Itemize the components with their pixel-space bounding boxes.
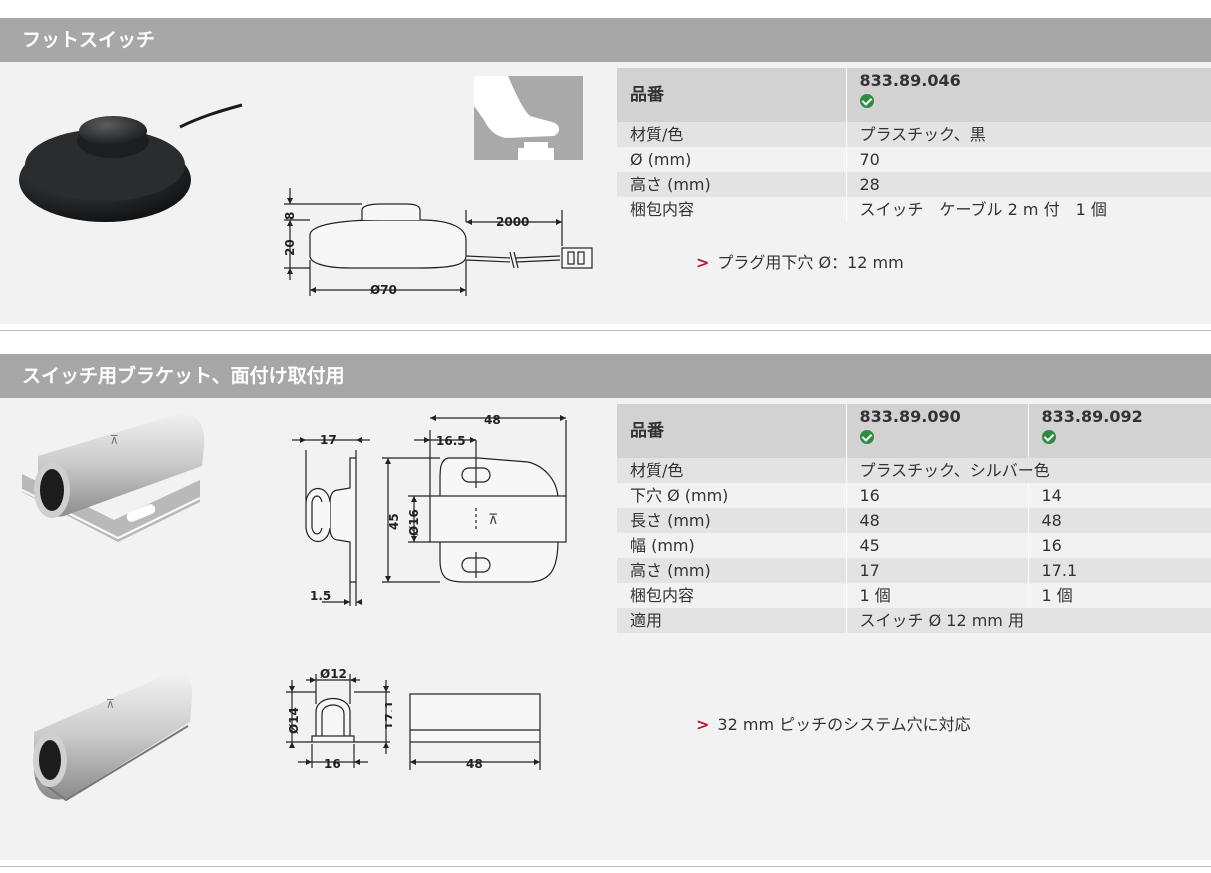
row-label: 梱包内容	[617, 197, 846, 222]
row-value: 16	[1027, 533, 1211, 558]
bracket-end-drawing: Ø12 Ø14 16 17.1	[286, 667, 392, 771]
dim-diameter-12: Ø12	[320, 667, 347, 681]
svg-text:⊼: ⊼	[488, 512, 498, 528]
dim-48: 48	[484, 413, 501, 427]
table-row: 梱包内容 スイッチ ケーブル 2 m 付 1 個	[617, 197, 1211, 222]
row-label: 高さ (mm)	[617, 558, 846, 583]
table-header-row: 品番 833.89.046	[617, 68, 1211, 122]
section-title: スイッチ用ブラケット、面付け取付用	[22, 365, 345, 387]
section-title: フットスイッチ	[22, 29, 156, 51]
row-value: 45	[845, 533, 1028, 558]
row-value: 1 個	[845, 583, 1028, 608]
table-row: 適用 スイッチ Ø 12 mm 用	[617, 608, 1211, 633]
dim-diameter-70: Ø70	[370, 283, 397, 297]
dim-16: 16	[324, 757, 341, 771]
article-code-cell: 833.89.090	[845, 404, 1028, 458]
section-header-foot-switch: フットスイッチ	[0, 18, 1211, 62]
article-code: 833.89.092	[1041, 407, 1143, 426]
article-code-cell: 833.89.092	[1027, 404, 1211, 458]
svg-text:⊼: ⊼	[110, 433, 119, 447]
article-code: 833.89.090	[859, 407, 961, 426]
header-label: 品番	[617, 68, 846, 122]
row-value: 17.1	[1027, 558, 1211, 583]
note-system-holes: >32 mm ピッチのシステム穴に対応	[696, 711, 971, 735]
row-label: 長さ (mm)	[617, 508, 846, 533]
chevron-right-icon: >	[696, 253, 710, 272]
table-row: 梱包内容 1 個 1 個	[617, 583, 1211, 608]
row-value: 70	[845, 147, 1211, 172]
row-value: 14	[1027, 483, 1211, 508]
row-label: 材質/色	[617, 122, 846, 147]
table-row: 高さ (mm) 17 17.1	[617, 558, 1211, 583]
spec-table-bracket: 品番 833.89.090 833.89.092 材質/色 プラスチック、シルバ…	[617, 404, 1211, 633]
table-row: Ø (mm) 70	[617, 147, 1211, 172]
row-label: 適用	[617, 608, 846, 633]
table-row: 下穴 Ø (mm) 16 14	[617, 483, 1211, 508]
foot-switch-product-image	[19, 103, 243, 222]
section-divider	[0, 866, 1211, 867]
dim-17-1: 17.1	[383, 700, 392, 730]
note-plug-hole: > プラグ用下穴 Ø：12 mm	[696, 249, 904, 273]
check-icon	[859, 430, 874, 444]
row-label: 材質/色	[617, 458, 846, 483]
dim-2000: 2000	[496, 215, 529, 229]
row-label: 高さ (mm)	[617, 172, 846, 197]
row-value: 1 個	[1027, 583, 1211, 608]
dim-16-5: 16.5	[436, 434, 466, 448]
foot-press-pictogram	[474, 76, 583, 160]
chevron-right-icon: >	[696, 715, 710, 734]
row-value: スイッチ Ø 12 mm 用	[845, 608, 1211, 633]
row-value: スイッチ ケーブル 2 m 付 1 個	[845, 197, 1211, 222]
header-label: 品番	[617, 404, 846, 458]
row-value: 16	[845, 483, 1028, 508]
table-row: 材質/色 プラスチック、シルバー色	[617, 458, 1211, 483]
article-code-cell: 833.89.046	[845, 68, 1211, 122]
table-row: 幅 (mm) 45 16	[617, 533, 1211, 558]
dim-20: 20	[283, 239, 297, 256]
check-icon	[859, 94, 874, 108]
row-value: プラスチック、シルバー色	[845, 458, 1211, 483]
dim-1-5: 1.5	[310, 589, 331, 603]
row-label: 幅 (mm)	[617, 533, 846, 558]
row-label: 下穴 Ø (mm)	[617, 483, 846, 508]
svg-text:⊼: ⊼	[106, 697, 115, 711]
row-label: Ø (mm)	[617, 147, 846, 172]
dim-diameter-16: Ø16	[407, 509, 421, 536]
row-label: 梱包内容	[617, 583, 846, 608]
note-text: プラグ用下穴 Ø：12 mm	[717, 253, 904, 272]
bracket-length-drawing: 48	[409, 693, 541, 771]
table-row: 長さ (mm) 48 48	[617, 508, 1211, 533]
table-row: 材質/色 プラスチック、黒	[617, 122, 1211, 147]
table-row: 高さ (mm) 28	[617, 172, 1211, 197]
row-value: 17	[845, 558, 1028, 583]
dim-48-b: 48	[466, 757, 483, 771]
spec-table-foot-switch: 品番 833.89.046 材質/色 プラスチック、黒 Ø (mm) 70 高さ…	[617, 68, 1211, 222]
article-code: 833.89.046	[859, 71, 961, 90]
bracket-surface-mount-image: ⊼	[21, 413, 205, 542]
note-text: 32 mm ピッチのシステム穴に対応	[717, 715, 971, 734]
foot-switch-technical-drawing: 8 20 Ø70 2000	[283, 188, 593, 297]
dim-8: 8	[283, 212, 297, 220]
dim-45: 45	[387, 513, 401, 530]
section-header-bracket: スイッチ用ブラケット、面付け取付用	[0, 354, 1211, 398]
section-divider	[0, 330, 1211, 331]
bracket-system-hole-image: ⊼	[33, 672, 193, 802]
dim-17: 17	[320, 433, 337, 447]
row-value: 48	[1027, 508, 1211, 533]
bracket-front-drawing: ⊼ 48 16.5 45 Ø16	[382, 413, 567, 583]
row-value: プラスチック、黒	[845, 122, 1211, 147]
check-icon	[1041, 430, 1056, 444]
row-value: 48	[845, 508, 1028, 533]
dim-diameter-14: Ø14	[287, 707, 301, 734]
row-value: 28	[845, 172, 1211, 197]
table-header-row: 品番 833.89.090 833.89.092	[617, 404, 1211, 458]
bracket-side-drawing: 17 1.5	[292, 433, 370, 606]
